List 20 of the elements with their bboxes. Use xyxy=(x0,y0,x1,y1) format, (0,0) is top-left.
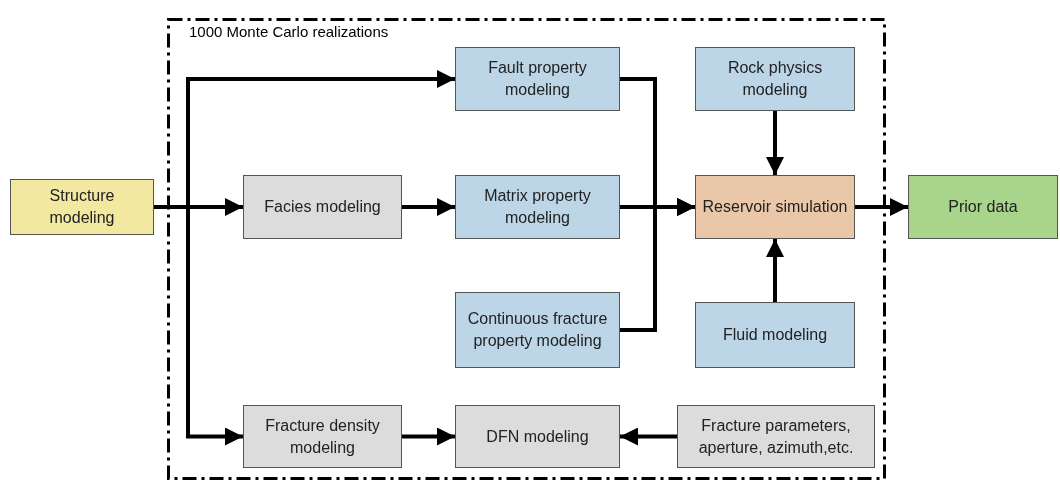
arrow xyxy=(402,427,455,446)
process-box: Facies modeling xyxy=(243,175,402,239)
process-box: Reservoir simulation xyxy=(695,175,855,239)
process-box: Continuous fracture property modeling xyxy=(455,292,620,368)
arrow xyxy=(766,239,784,302)
arrow xyxy=(620,427,677,446)
process-box: Fluid modeling xyxy=(695,302,855,368)
arrow xyxy=(766,111,784,175)
process-box: Matrix property modeling xyxy=(455,175,620,239)
arrow xyxy=(402,198,455,216)
process-box: Prior data xyxy=(908,175,1058,239)
process-box: Fracture density modeling xyxy=(243,405,402,468)
process-box: Structure modeling xyxy=(10,179,154,235)
process-box: Fault property modeling xyxy=(455,47,620,111)
arrow xyxy=(154,205,243,446)
process-box: DFN modeling xyxy=(455,405,620,468)
process-box: Fracture parameters, aperture, azimuth,etc. xyxy=(677,405,875,468)
frame-title: 1000 Monte Carlo realizations xyxy=(189,22,389,42)
arrow xyxy=(855,198,908,216)
process-box: Rock physics modeling xyxy=(695,47,855,111)
